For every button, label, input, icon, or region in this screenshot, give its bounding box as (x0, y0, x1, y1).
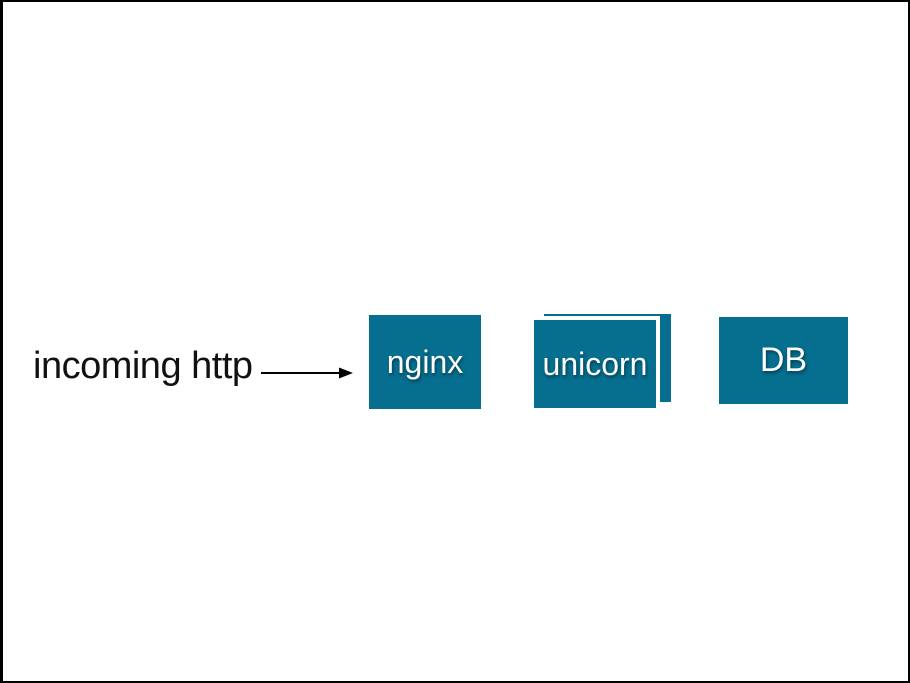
node-unicorn-label: unicorn (542, 345, 648, 382)
node-nginx-label: nginx (386, 343, 464, 380)
incoming-http-label: incoming http (33, 345, 253, 387)
node-db: DB (719, 317, 848, 404)
arrow-right-icon (261, 367, 353, 379)
node-nginx: nginx (369, 315, 481, 409)
node-unicorn: unicorn (530, 316, 660, 412)
node-unicorn-stack: unicorn (530, 314, 671, 412)
node-db-label: DB (759, 341, 808, 379)
